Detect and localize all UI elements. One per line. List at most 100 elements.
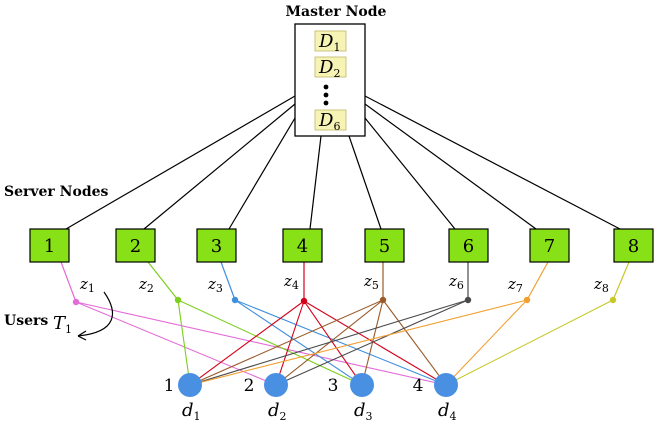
user-label-5: z xyxy=(363,272,372,290)
svg-text:d2: d2 xyxy=(268,400,287,423)
user-label-8: z xyxy=(593,275,602,293)
user-label-6: z xyxy=(448,272,457,290)
server-user-links xyxy=(60,261,630,303)
master-item-6: D6 xyxy=(314,109,347,133)
user-point-6 xyxy=(464,296,472,304)
svg-text:z7: z7 xyxy=(507,275,523,295)
user-point-1 xyxy=(72,298,80,306)
master-item-2-letter: D xyxy=(318,57,334,78)
user-point-8 xyxy=(609,296,617,304)
svg-text:z5: z5 xyxy=(363,272,379,292)
server-nodes-label: Server Nodes xyxy=(4,184,109,200)
data-node-2: 2 d2 xyxy=(244,373,288,423)
server-node-3: 3 xyxy=(196,228,237,263)
svg-text:z8: z8 xyxy=(593,275,609,295)
user-labels: z1 z2 z3 z4 z5 z6 z7 z8 xyxy=(79,272,609,295)
server-node-7-label: 7 xyxy=(544,236,555,257)
user-point-4 xyxy=(300,297,308,305)
svg-text:d3: d3 xyxy=(354,400,373,423)
link-master-server-8 xyxy=(364,95,621,230)
user-data-links xyxy=(75,299,614,386)
svg-text:z6: z6 xyxy=(448,272,464,292)
data-node-3-circle xyxy=(350,373,374,397)
link-server-2-user-2 xyxy=(147,261,179,301)
user-label-2: z xyxy=(138,275,147,293)
link-user-6-data-2 xyxy=(275,299,469,386)
master-item-6-letter: D xyxy=(318,110,334,131)
link-user-4-data-4 xyxy=(303,300,447,386)
data-node-4: 4 d4 xyxy=(413,373,458,423)
link-server-8-user-8 xyxy=(612,261,630,301)
server-node-4: 4 xyxy=(282,228,323,263)
master-item-1-letter: D xyxy=(318,31,334,52)
server-node-1: 1 xyxy=(29,228,70,263)
link-master-server-4 xyxy=(309,135,322,230)
data-node-1: 1 d1 xyxy=(164,373,202,423)
server-node-4-label: 4 xyxy=(297,236,308,257)
server-node-2: 2 xyxy=(115,228,156,263)
link-user-4-data-2 xyxy=(275,300,305,386)
svg-text:z2: z2 xyxy=(138,275,154,295)
data-node-2-circle xyxy=(264,373,288,397)
svg-text:d1: d1 xyxy=(182,400,201,423)
data-node-4-number: 4 xyxy=(413,376,424,396)
server-nodes: 1 2 3 4 5 6 7 8 xyxy=(29,228,654,263)
master-ellipsis-dots xyxy=(323,84,329,106)
user-point-7 xyxy=(523,296,531,304)
link-user-7-data-1 xyxy=(189,299,528,386)
svg-text:z4: z4 xyxy=(283,272,299,292)
link-user-2-data-1 xyxy=(177,299,191,386)
server-node-7: 7 xyxy=(529,228,570,263)
server-node-5: 5 xyxy=(364,228,405,263)
master-item-1-sub: 1 xyxy=(333,41,340,54)
server-node-3-label: 3 xyxy=(211,236,222,257)
link-user-4-data-1 xyxy=(189,300,305,386)
server-node-8: 8 xyxy=(613,228,654,263)
link-user-1-data-4 xyxy=(75,301,447,386)
link-user-5-data-4 xyxy=(382,299,447,386)
data-node-3-number: 3 xyxy=(328,376,339,396)
user-label-4: z xyxy=(283,272,292,290)
link-user-3-data-4 xyxy=(234,299,447,386)
tau-label: T1 xyxy=(53,313,72,336)
user-point-3 xyxy=(231,296,239,304)
data-node-1-letter: d xyxy=(182,400,194,421)
link-master-server-6 xyxy=(364,117,456,230)
master-node-title: Master Node xyxy=(286,4,387,20)
data-nodes: 1 d1 2 d2 3 d3 4 d4 xyxy=(164,373,458,423)
link-user-7-data-4 xyxy=(445,299,528,386)
user-point-2 xyxy=(174,296,182,304)
link-user-8-data-4 xyxy=(445,299,614,386)
users-label: Users xyxy=(4,313,48,329)
data-node-1-number: 1 xyxy=(164,376,175,396)
link-server-1-user-1 xyxy=(60,261,77,303)
server-node-6: 6 xyxy=(448,228,489,263)
server-node-2-label: 2 xyxy=(130,236,141,257)
link-master-server-3 xyxy=(228,117,296,230)
data-node-3: 3 d3 xyxy=(328,373,374,423)
link-user-5-data-1 xyxy=(189,299,384,386)
server-node-8-label: 8 xyxy=(628,236,639,257)
user-label-1: z xyxy=(79,275,88,293)
svg-text:d4: d4 xyxy=(438,400,457,423)
svg-text:D1: D1 xyxy=(318,31,340,54)
user-label-7: z xyxy=(507,275,516,293)
master-item-1: D1 xyxy=(314,30,347,54)
server-node-1-label: 1 xyxy=(44,236,55,257)
master-item-2-sub: 2 xyxy=(333,67,340,80)
data-node-2-number: 2 xyxy=(244,376,255,396)
server-node-5-label: 5 xyxy=(379,236,390,257)
link-master-server-7 xyxy=(364,103,537,230)
user-label-3: z xyxy=(207,275,216,293)
master-item-6-sub: 6 xyxy=(333,120,340,133)
data-node-1-circle xyxy=(178,373,202,397)
link-user-2-data-3 xyxy=(177,299,363,386)
link-server-3-user-3 xyxy=(220,261,236,301)
svg-text:D6: D6 xyxy=(318,110,340,133)
curved-arrow-icon xyxy=(77,291,114,341)
master-server-links xyxy=(65,95,621,230)
master-item-2: D2 xyxy=(314,56,347,80)
link-master-server-2 xyxy=(143,103,296,230)
user-points xyxy=(72,296,617,306)
